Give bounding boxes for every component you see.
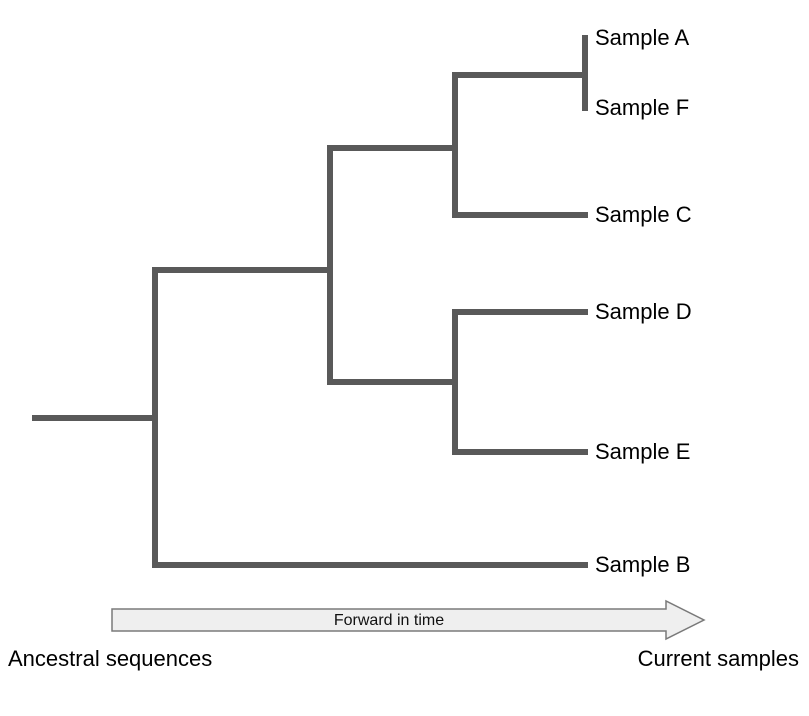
time-arrow-label: Forward in time <box>333 612 445 629</box>
leaf-label-sample-b: Sample B <box>595 552 691 577</box>
current-samples-label: Current samples <box>637 646 799 671</box>
forward-in-time-arrow <box>111 599 706 641</box>
leaf-label-sample-e: Sample E <box>595 439 691 464</box>
leaf-label-sample-c: Sample C <box>595 202 692 227</box>
ancestral-sequences-label: Ancestral sequences <box>8 646 213 671</box>
leaf-label-sample-f: Sample F <box>595 95 690 120</box>
leaf-label-sample-d: Sample D <box>595 299 692 324</box>
leaf-label-sample-a: Sample A <box>595 25 690 50</box>
